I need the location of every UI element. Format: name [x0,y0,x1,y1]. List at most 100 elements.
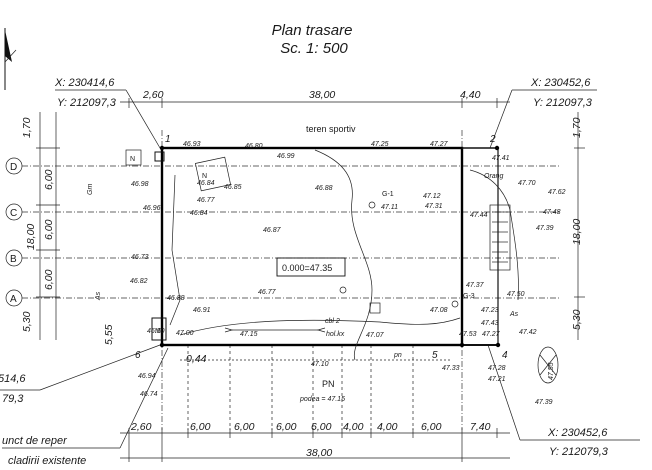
left-dim-3: 18,00 [25,224,37,250]
podea-label: podea = 47.15 [299,396,345,403]
elev-36: 47.50 [507,291,525,298]
left-dim-2: 6,00 [43,169,55,190]
north-arrow-icon [4,28,17,90]
elev-6: 47.41 [492,155,510,162]
label-g3: G-3 [463,293,475,300]
elev-38: 46.50 [147,328,165,335]
elev-1: 46.93 [183,141,201,148]
bottom-dim-2: 6,00 [190,421,211,433]
elev-34: 47.43 [481,320,499,327]
elev-7: 46.84 [197,180,215,187]
bottom-dim-9: 7,40 [470,421,491,433]
axis-d: D [10,162,17,173]
label-as-2: As [509,311,519,318]
corner-6: 6 [135,350,141,361]
coord-bottom-right-y: Y: 212079,3 [549,446,609,458]
coord-top-right-x: X: 230452,6 [530,77,591,89]
elev-12: 46.96 [143,205,161,212]
corner-2: 2 [489,134,496,145]
elev-4: 47.25 [371,141,389,148]
elev-43: 47.21 [488,376,506,383]
elev-42: 47.28 [488,365,506,372]
label-gm: Gm [87,184,94,195]
top-dim-2: 38,00 [309,89,335,101]
elev-2: 46.80 [245,143,263,150]
label-pn-small: pn [393,352,402,359]
datum-label: 0.000=47.35 [282,263,332,273]
elev-9: 46.88 [315,185,333,192]
elevation-points: 46.93 46.80 46.99 47.25 47.27 47.41 46.8… [130,141,566,406]
elev-39: 46.98 [131,181,149,188]
symbol-n-2: N [202,173,207,180]
symbol-n-1: N [130,156,135,163]
elev-24: 46.77 [258,289,277,296]
coord-left-cut-x: 514,6 [0,373,26,385]
elev-25: 46.88 [167,295,185,302]
coord-bottom-right-x: X: 230452,6 [547,427,608,439]
elev-17: 47.44 [470,212,488,219]
elev-23: 46.82 [130,278,148,285]
building-outline [151,146,499,347]
plan-title: Plan trasare [272,22,353,39]
right-dimension-chain: 1,70 18,00 5,30 [571,112,585,340]
coord-top-left-y: Y: 212097,3 [57,97,117,109]
elev-44: 47.55 [548,362,555,380]
elev-27: 47.00 [176,330,194,337]
elev-47: 47.10 [311,361,329,368]
label-cbl: cbl 2 [325,318,340,325]
elev-35: 47.42 [519,329,537,336]
corner-4: 4 [502,350,508,361]
elev-8: 46.85 [224,184,242,191]
dim-044: 0,44 [186,353,207,365]
corner-1: 1 [165,134,171,145]
elev-14: 47.11 [381,204,398,211]
bottom-dim-8: 6,00 [421,421,442,433]
elev-21: 47.39 [536,225,554,232]
elev-30: 47.08 [430,307,448,314]
elev-33: 47.37 [466,282,485,289]
top-dim-3: 4,40 [460,89,481,101]
elev-45: 47.33 [442,365,460,372]
elev-20: 47.48 [543,209,561,216]
top-dimension-chain: 2,60 38,00 4,40 [120,89,510,108]
axis-b: B [10,254,17,265]
elev-11: 46.84 [190,210,208,217]
left-dim-7: 5,55 [103,324,115,345]
elev-31: 47.23 [481,307,499,314]
pn-label: PN [322,379,335,389]
axis-a: A [10,294,17,305]
elev-18: 47.70 [518,180,536,187]
elev-37: 47.53 [459,331,477,338]
bottom-dimension-chain: 2,60 6,00 6,00 6,00 6,00 4,00 4,00 6,00 … [120,421,510,462]
manhole-symbol-icon [537,346,559,384]
bottom-dim-3: 6,00 [234,421,255,433]
field-label: teren sportiv [306,124,356,134]
elev-28: 47.15 [240,331,258,338]
elev-41: 46.74 [140,391,158,398]
axis-c: C [10,208,17,219]
elev-19: 47.62 [548,189,566,196]
elev-13: 46.87 [263,227,282,234]
elev-3: 46.99 [277,153,295,160]
bottom-dim-5: 6,00 [311,421,332,433]
plan-scale: Sc. 1: 500 [280,40,348,57]
right-dim-2: 18,00 [571,219,583,245]
bottom-dim-6: 4,00 [343,421,364,433]
elev-5: 47.27 [430,141,449,148]
coord-top-left-x: X: 230414,6 [54,77,115,89]
right-dim-1: 1,70 [571,117,583,138]
bottom-total: 38,00 [306,447,332,459]
label-as-1: As [95,291,102,301]
left-dim-4: 6,00 [43,219,55,240]
elev-15: 47.12 [423,193,441,200]
reference-label: unct de reper [2,435,68,447]
elev-22: 46.73 [131,254,149,261]
elev-29: 47.07 [366,332,385,339]
coord-top-right-y: Y: 212097,3 [533,97,593,109]
corner-5: 5 [432,350,438,361]
left-dim-1: 1,70 [21,117,33,138]
left-dim-6: 5,30 [21,311,33,332]
elev-26: 46.91 [193,307,211,314]
label-orang: Orang [484,173,504,180]
